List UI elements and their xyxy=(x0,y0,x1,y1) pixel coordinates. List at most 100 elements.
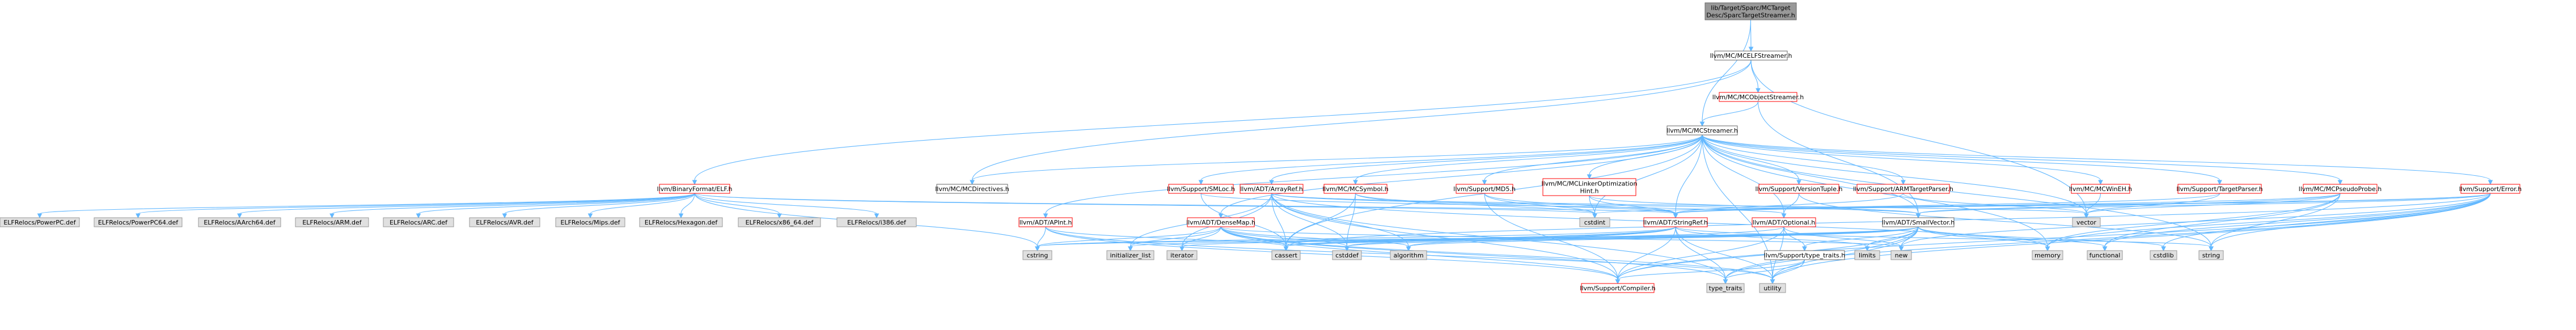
edge-bfelf-to-mipsdef xyxy=(587,193,695,219)
edge-mcelf-to-mcdirectives xyxy=(970,60,1752,185)
node-ppc: ELFRelocs/PowerPC.def xyxy=(0,217,80,227)
node-label-error: llvm/Support/Error.h xyxy=(2459,185,2522,193)
node-mcstreamer[interactable]: llvm/MC/MCStreamer.h xyxy=(1666,125,1738,136)
node-label-densemap: llvm/ADT/DenseMap.h xyxy=(1186,219,1255,226)
edge-densemap-to-cassert xyxy=(1220,226,1289,252)
node-compiler[interactable]: llvm/Support/Compiler.h xyxy=(1580,283,1656,293)
edges-layer xyxy=(37,19,2493,285)
node-label-linkeropt: Hint.h xyxy=(1580,188,1598,195)
node-apint[interactable]: llvm/ADT/APInt.h xyxy=(1018,217,1073,227)
edge-error-to-cstdlib xyxy=(2161,193,2491,252)
edge-typetraitsh-to-utility xyxy=(1770,259,1805,285)
node-mcwineh[interactable]: llvm/MC/MCWinEH.h xyxy=(2069,184,2132,194)
node-arrayref[interactable]: llvm/ADT/ArrayRef.h xyxy=(1240,184,1304,194)
node-mcsymbol[interactable]: llvm/MC/MCSymbol.h xyxy=(1322,184,1389,194)
edge-mcsymbol-to-cstdint xyxy=(1355,193,1597,219)
edge-error-to-smallvector xyxy=(1915,193,2491,219)
node-initlist: initializer_list xyxy=(1106,250,1154,260)
node-label-smloc: llvm/Support/SMLoc.h xyxy=(1167,185,1235,193)
node-label-iterator: iterator xyxy=(1170,252,1194,259)
node-label-stringref: llvm/ADT/StringRef.h xyxy=(1643,219,1708,226)
node-string: string xyxy=(2198,250,2224,260)
edge-smallvector-to-typetraitsh xyxy=(1802,226,1919,252)
node-cstdint: cstdint xyxy=(1579,217,1610,227)
node-label-functional: functional xyxy=(2089,252,2121,259)
edge-bfelf-to-avrdef xyxy=(502,193,695,219)
node-avrdef: ELFRelocs/AVR.def xyxy=(469,217,540,227)
edge-bfelf-to-arcdef xyxy=(416,193,695,219)
node-smloc[interactable]: llvm/Support/SMLoc.h xyxy=(1167,184,1235,194)
node-mcdirectives[interactable]: llvm/MC/MCDirectives.h xyxy=(935,184,1009,194)
node-stringref[interactable]: llvm/ADT/StringRef.h xyxy=(1643,217,1708,227)
node-label-x8664def: ELFRelocs/x86_64.def xyxy=(746,219,814,226)
edge-smallvector-to-cstddef xyxy=(1344,226,1919,252)
node-label-versiontuple: llvm/Support/VersionTuple.h xyxy=(1756,185,1843,193)
node-label-new: new xyxy=(1895,252,1908,259)
node-mcobj[interactable]: llvm/MC/MCObjectStreamer.h xyxy=(1712,92,1804,102)
node-error[interactable]: llvm/Support/Error.h xyxy=(2459,184,2522,194)
node-smallvector[interactable]: llvm/ADT/SmallVector.h xyxy=(1882,217,1955,227)
node-label-mcobj: llvm/MC/MCObjectStreamer.h xyxy=(1712,94,1804,101)
edge-mcstreamer-to-error xyxy=(1702,134,2493,185)
node-label-pseudoprobe: llvm/MC/MCPseudoProbe.h xyxy=(2299,185,2382,193)
node-armtp[interactable]: llvm/Support/ARMTargetParser.h xyxy=(1853,184,1953,194)
node-typetraits: type_traits xyxy=(1706,283,1745,293)
edge-targetparser-to-stringref xyxy=(1673,193,2220,219)
edge-pseudoprobe-to-vector xyxy=(2084,193,2341,219)
edge-bfelf-to-armdef xyxy=(329,193,695,219)
node-targetparser[interactable]: llvm/Support/TargetParser.h xyxy=(2176,184,2263,194)
edge-apint-to-cassert xyxy=(1045,226,1289,252)
edge-mcelf-to-bfelf xyxy=(692,60,1752,185)
node-label-optional: llvm/ADT/Optional.h xyxy=(1753,219,1815,226)
node-label-cstring: cstring xyxy=(1027,252,1048,259)
node-md5[interactable]: llvm/Support/MD5.h xyxy=(1453,184,1516,194)
node-label-apint: llvm/ADT/APInt.h xyxy=(1020,219,1072,226)
node-label-arrayref: llvm/ADT/ArrayRef.h xyxy=(1240,185,1303,193)
edge-bfelf-to-i386def xyxy=(694,193,879,219)
node-label-cassert: cassert xyxy=(1275,252,1298,259)
node-label-ppc: ELFRelocs/PowerPC.def xyxy=(3,219,76,226)
node-optional[interactable]: llvm/ADT/Optional.h xyxy=(1752,217,1816,227)
node-label-typetraitsh: llvm/Support/type_traits.h xyxy=(1764,252,1845,259)
node-label-bfelf: llvm/BinaryFormat/ELF.h xyxy=(657,185,733,193)
edge-root-to-mcstreamer xyxy=(1699,19,1752,127)
node-utility: utility xyxy=(1759,283,1786,293)
edge-mcstreamer-to-armtp xyxy=(1702,134,1906,185)
node-label-string: string xyxy=(2202,252,2220,259)
node-densemap[interactable]: llvm/ADT/DenseMap.h xyxy=(1186,217,1255,227)
edge-mcstreamer-to-pseudoprobe xyxy=(1702,134,2343,185)
edge-mcstreamer-to-targetparser xyxy=(1702,134,2222,185)
edge-mcstreamer-to-versiontuple xyxy=(1702,134,1801,185)
node-label-smallvector: llvm/ADT/SmallVector.h xyxy=(1882,219,1955,226)
edge-mcstreamer-to-mcsymbol xyxy=(1353,134,1703,185)
edge-error-to-cstdint xyxy=(1592,193,2491,219)
node-label-hexdef: ELFRelocs/Hexagon.def xyxy=(645,219,718,226)
edge-bfelf-to-hexdef xyxy=(678,193,695,219)
node-i386def: ELFRelocs/i386.def xyxy=(836,217,917,227)
node-cassert: cassert xyxy=(1271,250,1301,260)
node-label-armdef: ELFRelocs/ARM.def xyxy=(302,219,362,226)
node-bfelf[interactable]: llvm/BinaryFormat/ELF.h xyxy=(657,184,733,194)
node-versiontuple[interactable]: llvm/Support/VersionTuple.h xyxy=(1756,184,1843,194)
node-arcdef: ELFRelocs/ARC.def xyxy=(383,217,454,227)
edge-typetraitsh-to-compiler xyxy=(1615,259,1805,285)
node-label-mipsdef: ELFRelocs/Mips.def xyxy=(561,219,621,226)
node-memory: memory xyxy=(2032,250,2063,260)
node-hexdef: ELFRelocs/Hexagon.def xyxy=(639,217,723,227)
node-ppc64: ELFRelocs/PowerPC64.def xyxy=(94,217,183,227)
node-pseudoprobe[interactable]: llvm/MC/MCPseudoProbe.h xyxy=(2299,184,2382,194)
node-typetraitsh[interactable]: llvm/Support/type_traits.h xyxy=(1764,250,1845,260)
node-mcelf[interactable]: llvm/MC/MCELFStreamer.h xyxy=(1710,50,1792,61)
node-label-targetparser: llvm/Support/TargetParser.h xyxy=(2176,185,2262,193)
node-label-i386def: ELFRelocs/i386.def xyxy=(847,219,907,226)
node-armdef: ELFRelocs/ARM.def xyxy=(295,217,369,227)
node-label-armtp: llvm/Support/ARMTargetParser.h xyxy=(1853,185,1953,193)
node-label-initlist: initializer_list xyxy=(1110,252,1151,259)
node-label-cstdint: cstdint xyxy=(1584,219,1606,226)
edge-mcelf-to-mcobj xyxy=(1750,60,1761,94)
node-label-linkeropt: llvm/MC/MCLinkerOptimization xyxy=(1542,180,1638,188)
node-label-md5: llvm/Support/MD5.h xyxy=(1453,185,1516,193)
node-vector: vector xyxy=(2072,217,2101,227)
edge-mcstreamer-to-densemap xyxy=(1218,134,1703,219)
